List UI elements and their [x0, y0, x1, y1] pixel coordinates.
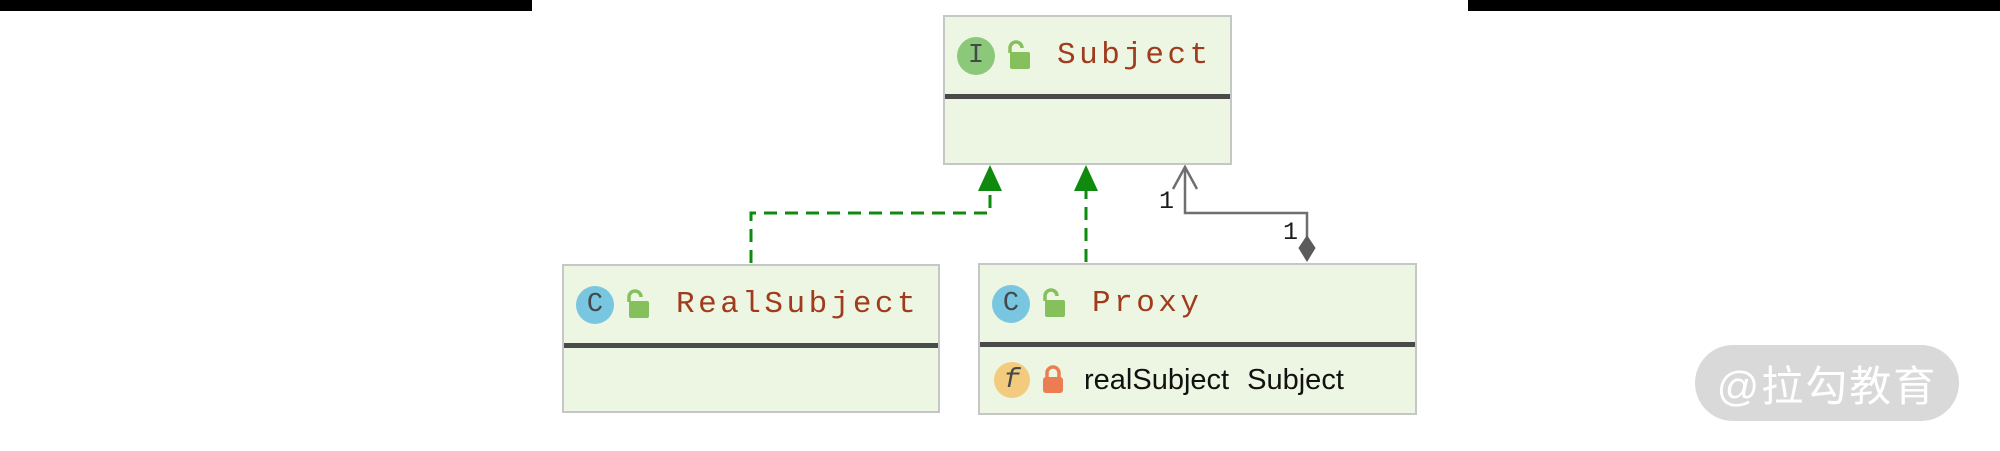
- multiplicity-label-target: 1: [1159, 187, 1175, 216]
- separator: [980, 342, 1415, 347]
- proxy-body: f realSubject Subject: [980, 347, 1415, 413]
- proxy-title-row: C Proxy: [980, 265, 1415, 342]
- aggregation-diamond: [1298, 235, 1316, 262]
- interface-letter: I: [967, 40, 985, 71]
- watermark-badge: @拉勾教育: [1695, 345, 1959, 421]
- subject-body: [945, 99, 1230, 163]
- watermark-text: @拉勾教育: [1716, 362, 1938, 410]
- aggregation-open-arrowhead: [1171, 164, 1199, 190]
- field-row-realsubject[interactable]: f realSubject Subject: [980, 347, 1415, 413]
- class-node-proxy[interactable]: C Proxy f: [978, 263, 1417, 415]
- lock-open-icon: [1005, 39, 1033, 73]
- class-icon: C: [992, 284, 1030, 323]
- field-label: realSubject Subject: [1084, 363, 1344, 396]
- top-bar-right: [1468, 0, 2000, 11]
- implements-arrowhead-realsubject: [978, 165, 1002, 191]
- class-letter: C: [586, 289, 604, 320]
- field-letter: f: [1003, 364, 1021, 396]
- class-letter: C: [1002, 288, 1020, 319]
- class-icon: C: [576, 285, 614, 324]
- subject-title-row: I Subject: [945, 17, 1230, 94]
- realsubject-title: RealSubject: [676, 287, 920, 322]
- lock-open-icon: [624, 288, 652, 322]
- realsubject-body: [564, 348, 938, 411]
- separator: [564, 343, 938, 348]
- class-node-subject[interactable]: I Subject: [943, 15, 1232, 165]
- realsubject-title-row: C RealSubject: [564, 266, 938, 343]
- top-bar-left: [0, 0, 532, 11]
- proxy-title: Proxy: [1092, 286, 1203, 321]
- field-icon: f: [994, 362, 1030, 398]
- lock-closed-icon: [1040, 364, 1066, 396]
- subject-title: Subject: [1057, 38, 1212, 73]
- lock-open-icon: [1040, 287, 1068, 321]
- interface-icon: I: [957, 36, 995, 75]
- implements-edge-realsubject: [749, 191, 992, 263]
- multiplicity-label-source: 1: [1283, 218, 1299, 247]
- implements-arrowhead-proxy: [1074, 165, 1098, 191]
- class-node-realsubject[interactable]: C RealSubject: [562, 264, 940, 413]
- separator: [945, 94, 1230, 99]
